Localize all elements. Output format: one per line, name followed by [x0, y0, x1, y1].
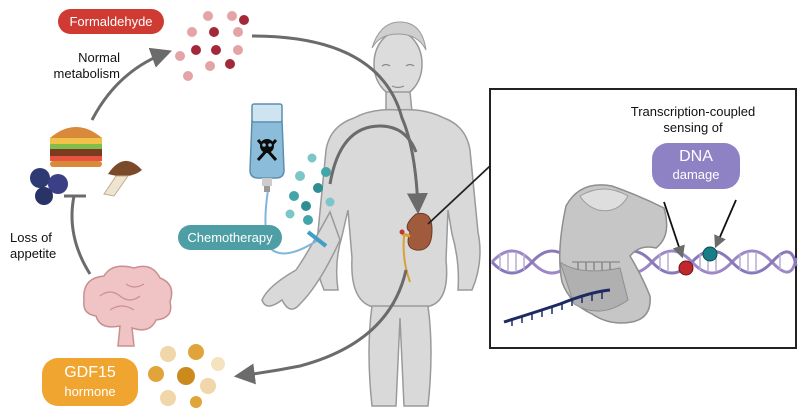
gdf15-particles-icon: [148, 344, 225, 408]
arrow-kidney-to-gdf15: [233, 269, 408, 385]
skull-crossbones-icon: [256, 138, 278, 162]
formaldehyde-label: Formaldehyde: [69, 14, 153, 29]
brain-icon: [83, 265, 173, 347]
formaldehyde-molecules-icon: [175, 11, 249, 81]
arrow-formaldehyde-to-kidney: [251, 34, 428, 215]
human-body-icon: [261, 21, 481, 407]
dna-label: DNA: [679, 148, 713, 165]
gdf15-pill: GDF15 hormone: [42, 358, 138, 406]
normal-metabolism-label: Normal metabolism: [53, 50, 120, 81]
dna-helix-icon: [490, 249, 798, 275]
cycle-arrows: [70, 34, 428, 385]
chemotherapy-pill: Chemotherapy: [178, 225, 282, 250]
dna-damage-pill: DNA damage: [652, 143, 740, 189]
loss-of-appetite-label: Loss of appetite: [10, 230, 57, 261]
damage-sites-icon: [663, 199, 737, 276]
tcs-title-label: Transcription-coupled sensing of: [630, 104, 756, 135]
kidney-icon: [399, 212, 433, 283]
chemo-particles-icon: [285, 153, 335, 225]
rna-strand-icon: [503, 288, 611, 326]
damage-label: damage: [672, 167, 720, 182]
gdf15-label: GDF15: [64, 364, 116, 381]
arrow-food-to-formaldehyde: [90, 47, 172, 121]
formaldehyde-pill: Formaldehyde: [58, 9, 164, 34]
arrow-brain-to-food: [70, 195, 92, 275]
hormone-label: hormone: [64, 384, 116, 399]
chemotherapy-label: Chemotherapy: [187, 230, 273, 245]
iv-catheter: [306, 230, 328, 248]
arrow-chemo-to-kidney: [328, 124, 418, 185]
zoom-connector: [427, 165, 491, 225]
food-icon: [30, 127, 142, 205]
